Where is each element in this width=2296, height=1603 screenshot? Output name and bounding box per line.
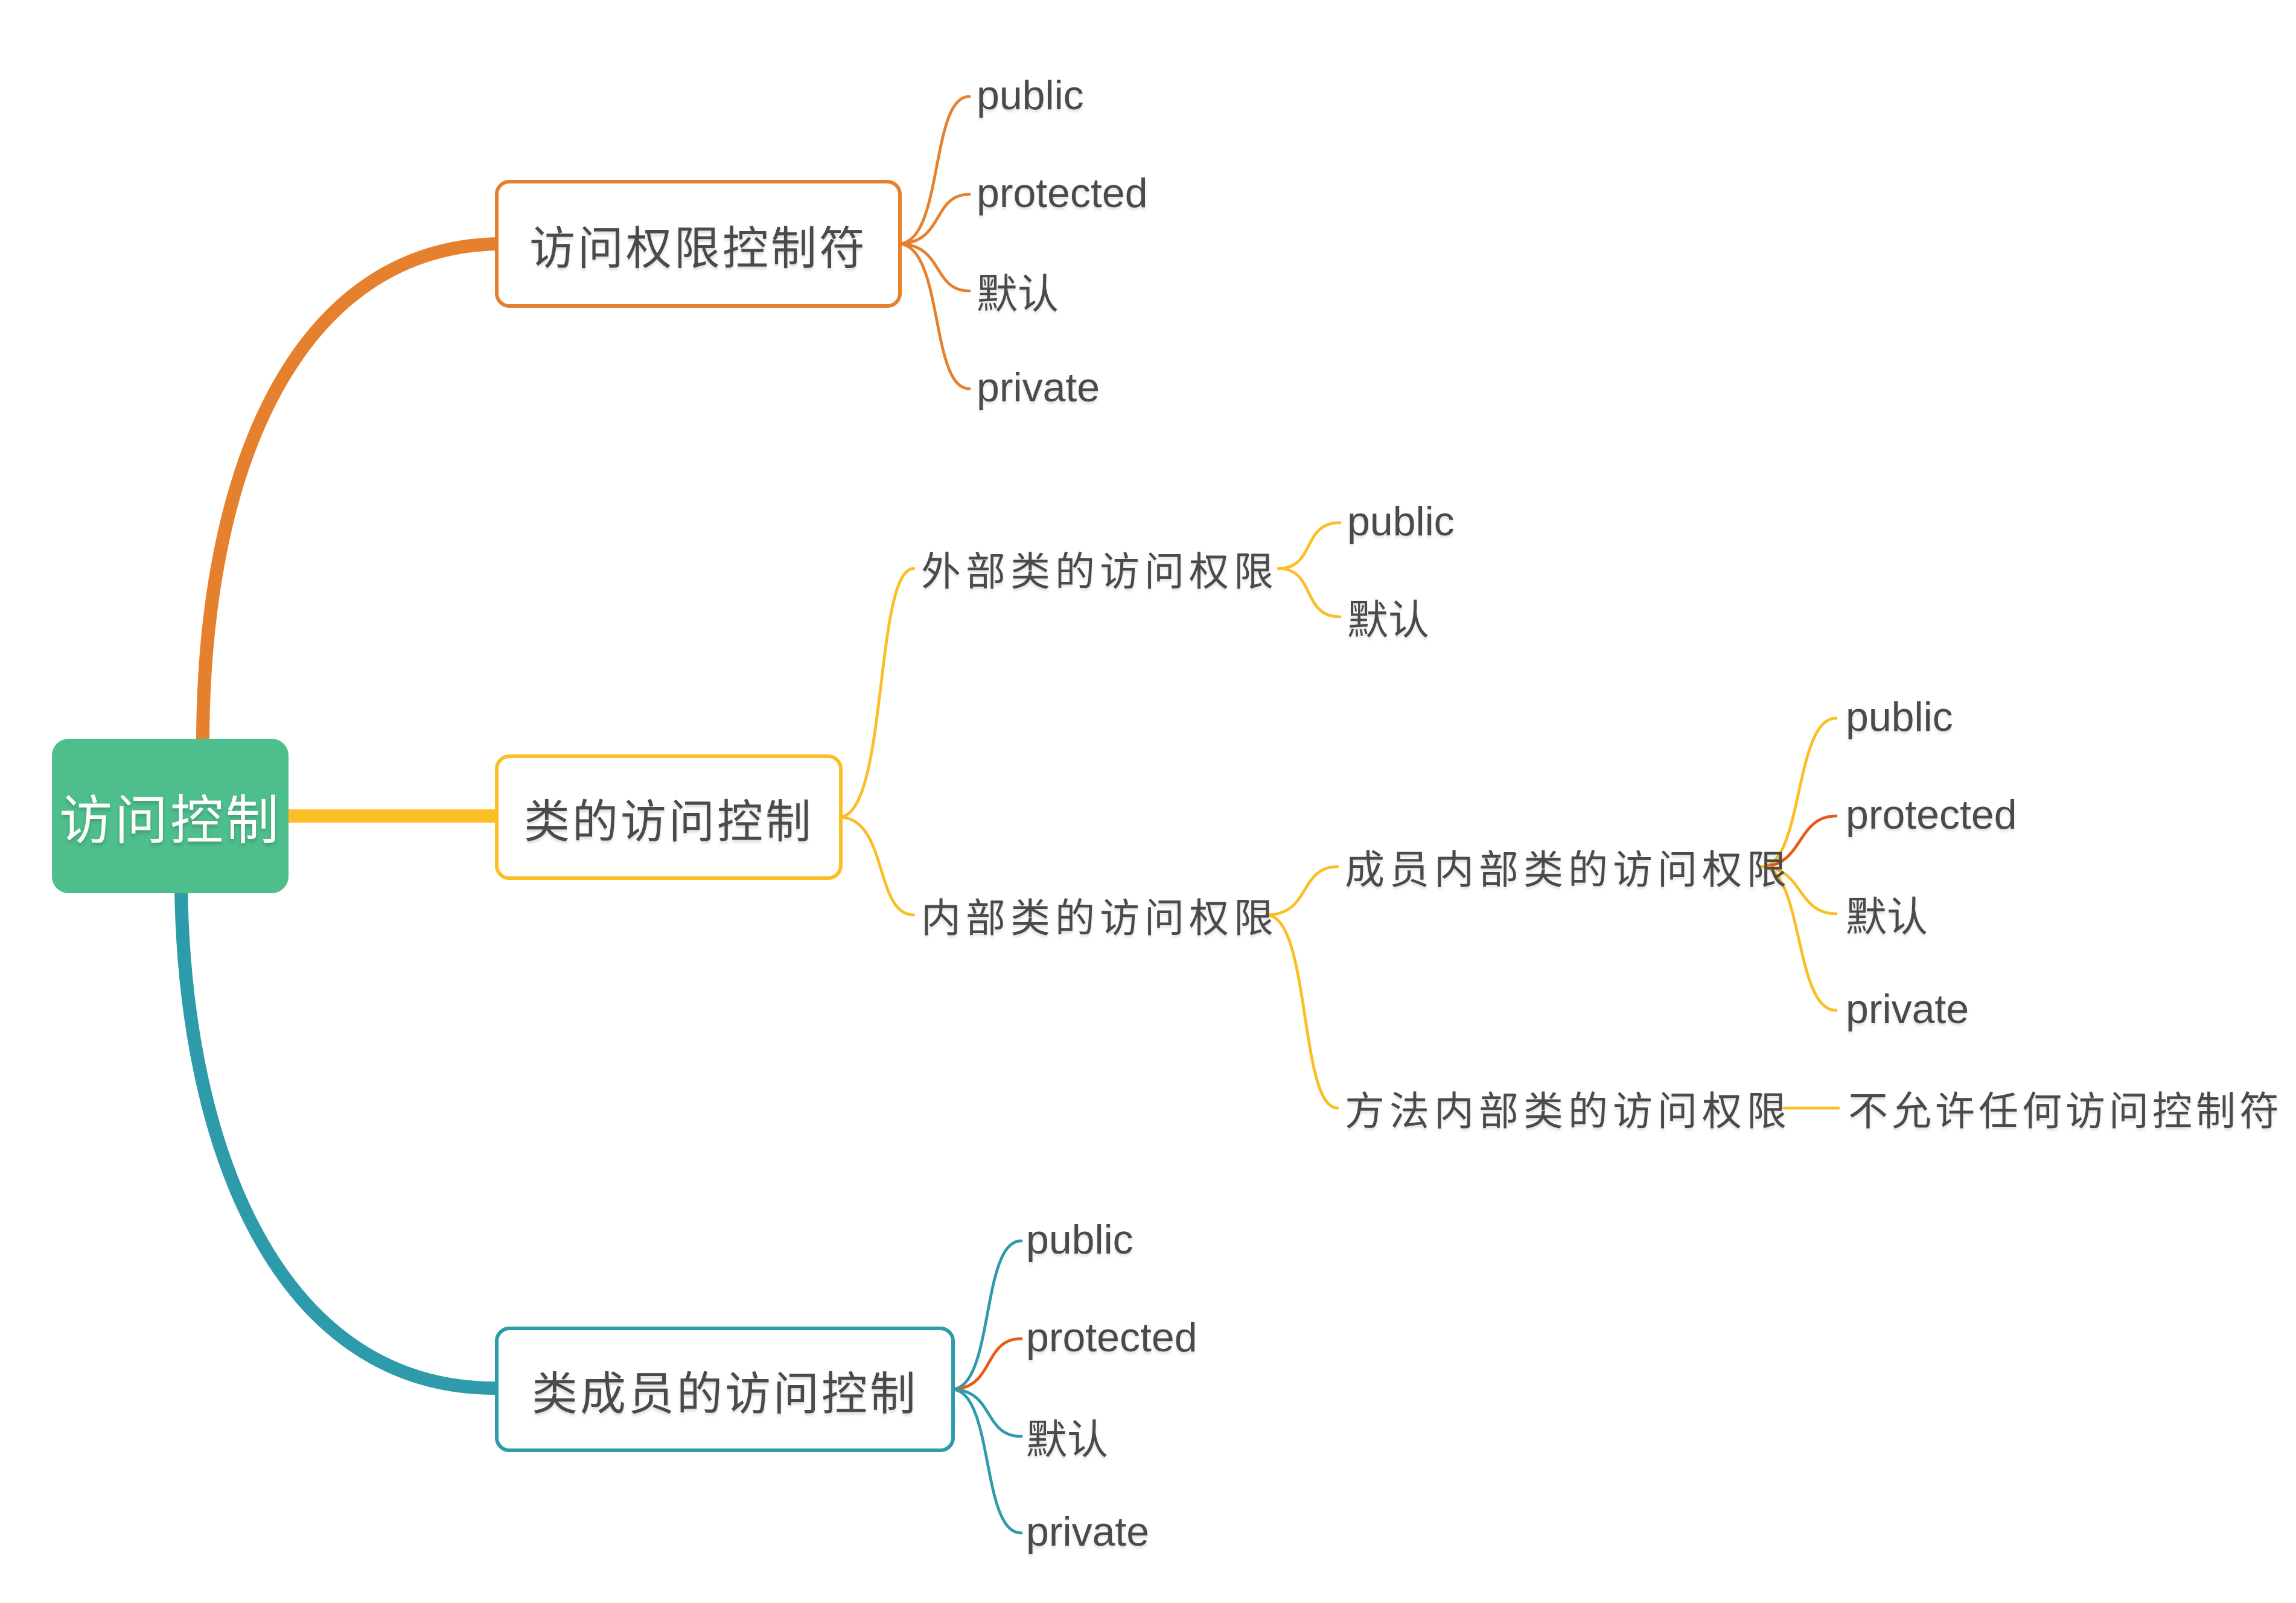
connector-members-protected [949, 1337, 1023, 1391]
connector-inner-method [1264, 913, 1339, 1110]
node-class-access-control-label: 类的访问控制 [523, 797, 814, 848]
leaf-member-inner-protected[interactable]: protected [1846, 792, 2017, 838]
connector-class-inner [837, 815, 916, 917]
node-class-member-access-control-label: 类成员的访问控制 [531, 1369, 918, 1420]
subnode-inner-class-access[interactable]: 内部类的访问权限 [921, 896, 1278, 940]
connector-member-inner-private [1759, 865, 1838, 1012]
leaf-members-public[interactable]: public [1026, 1217, 1134, 1263]
branch-line-class-member-access [174, 882, 502, 1395]
leaf-members-default[interactable]: 默认 [1026, 1418, 1108, 1464]
connector-modifiers-protected [896, 193, 971, 246]
leaf-member-inner-default[interactable]: 默认 [1846, 895, 1928, 941]
leaf-members-private[interactable]: private [1026, 1509, 1150, 1555]
connector-outer-default [1277, 567, 1342, 619]
connector-modifiers-default [896, 242, 971, 293]
leaf-outer-public[interactable]: public [1347, 499, 1455, 545]
leaf-members-protected[interactable]: protected [1026, 1315, 1197, 1361]
connector-members-private [949, 1388, 1023, 1535]
root-node[interactable]: 访问控制 [52, 739, 289, 893]
leaf-modifiers-protected[interactable]: protected [977, 171, 1148, 217]
connector-members-public [949, 1239, 1023, 1391]
node-access-modifiers-label: 访问权限控制符 [529, 224, 867, 275]
subnode-method-inner-class-access[interactable]: 方法内部类的访问权限 [1345, 1089, 1791, 1133]
connector-member-inner-public [1759, 716, 1838, 868]
connector-member-inner-default [1759, 865, 1838, 916]
connector-modifiers-private [896, 242, 971, 390]
leaf-modifiers-public[interactable]: public [977, 73, 1084, 119]
leaf-member-inner-public[interactable]: public [1846, 695, 1953, 741]
node-class-access-control[interactable]: 类的访问控制 [495, 754, 843, 880]
connector-modifiers-public [896, 95, 971, 246]
node-class-member-access-control[interactable]: 类成员的访问控制 [495, 1327, 955, 1452]
leaf-modifiers-default[interactable]: 默认 [977, 272, 1059, 318]
root-node-label: 访问控制 [59, 792, 281, 851]
connector-class-outer [837, 567, 916, 819]
subnode-outer-class-access[interactable]: 外部类的访问权限 [921, 549, 1278, 594]
leaf-member-inner-private[interactable]: private [1846, 987, 1969, 1033]
connector-outer-public [1277, 521, 1342, 570]
leaf-no-modifier-allowed[interactable]: 不允许任何访问控制符 [1848, 1089, 2283, 1133]
branch-line-access-modifiers [196, 237, 506, 750]
node-access-modifiers[interactable]: 访问权限控制符 [495, 180, 902, 308]
leaf-modifiers-private[interactable]: private [977, 365, 1100, 411]
connector-members-default [949, 1388, 1023, 1438]
leaf-outer-default[interactable]: 默认 [1347, 598, 1429, 644]
connector-member-inner-protected [1759, 814, 1838, 868]
subnode-member-inner-class-access[interactable]: 成员内部类的访问权限 [1345, 847, 1791, 892]
connector-inner-member [1264, 865, 1339, 917]
